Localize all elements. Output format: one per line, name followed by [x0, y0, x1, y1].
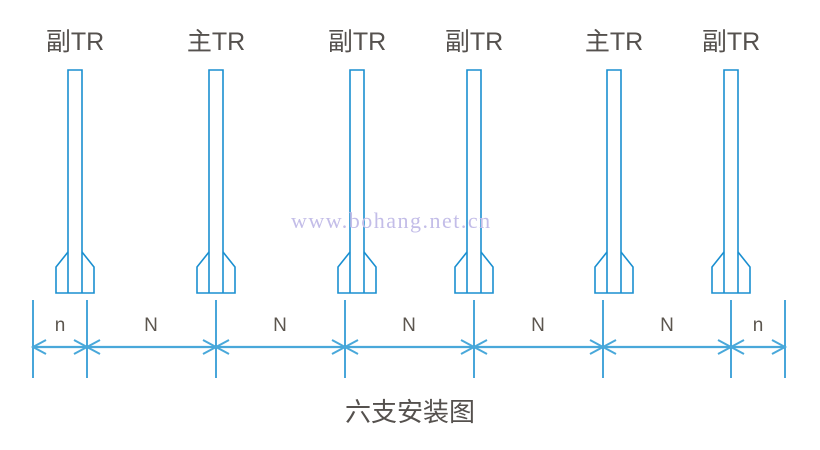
dimension-arrow-left: [600, 339, 617, 355]
antenna-unit-label: 副TR: [701, 28, 761, 56]
antenna-shaft: [67, 69, 83, 293]
antenna-unit: [594, 69, 634, 294]
antenna-unit-label: 副TR: [45, 28, 105, 56]
antenna-base-flange: [594, 251, 634, 294]
antenna-unit: [55, 69, 95, 294]
dimension-arrow-left: [84, 339, 101, 355]
antenna-unit-label: 副TR: [444, 28, 504, 56]
antenna-shaft: [466, 69, 482, 293]
antenna-unit-label: 主TR: [186, 28, 246, 56]
antenna-unit: [711, 69, 751, 294]
antenna-unit: [196, 69, 236, 294]
antenna-unit-label: 副TR: [327, 28, 387, 56]
antenna-unit: [337, 69, 377, 294]
dimension-value-label: N: [144, 315, 158, 336]
antenna-shaft: [606, 69, 622, 293]
antenna-shaft: [208, 69, 224, 293]
antenna-base-flange: [337, 251, 377, 294]
dimension-value-label: n: [54, 315, 66, 336]
antenna-unit: [454, 69, 494, 294]
dimension-value-label: N: [660, 315, 674, 336]
dimension-value-label: N: [273, 315, 287, 336]
antenna-unit-group: [55, 69, 751, 294]
antenna-base-flange: [55, 251, 95, 294]
dimension-arrow-left: [342, 339, 359, 355]
antenna-base-flange: [196, 251, 236, 294]
dimension-value-label: N: [402, 315, 416, 336]
dimension-value-label: n: [752, 315, 764, 336]
dimension-arrow-left: [30, 339, 47, 355]
dimension-arrow-left: [471, 339, 488, 355]
figure-caption: 六支安装图: [344, 398, 476, 427]
antenna-shaft: [349, 69, 365, 293]
antenna-base-flange: [454, 251, 494, 294]
antenna-base-flange: [711, 251, 751, 294]
dimension-annotation-group: [30, 300, 788, 378]
antenna-shaft: [723, 69, 739, 293]
dimension-value-label: N: [531, 315, 545, 336]
dimension-arrow-left: [213, 339, 230, 355]
dimension-arrow-left: [728, 339, 745, 355]
antenna-unit-label: 主TR: [584, 28, 644, 56]
dimension-arrow-right: [771, 339, 788, 355]
